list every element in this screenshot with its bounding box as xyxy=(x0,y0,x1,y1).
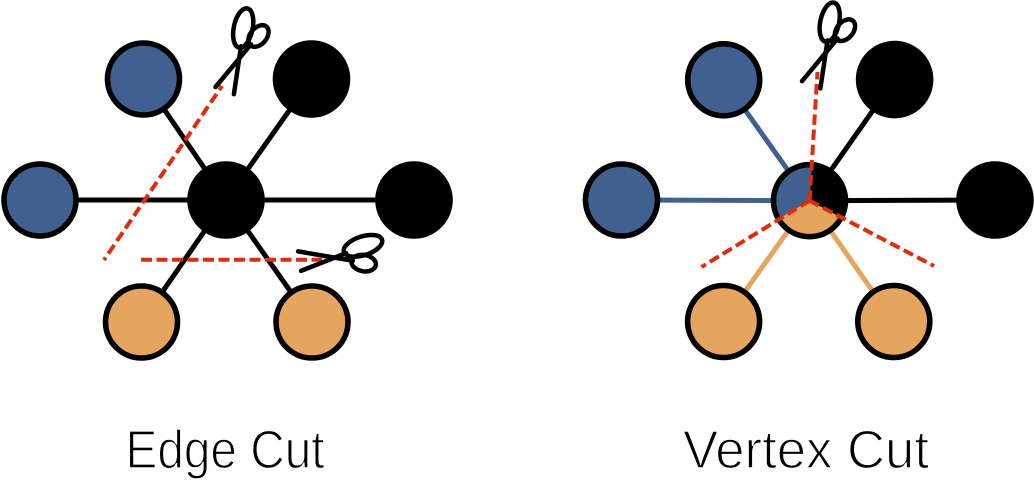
svg-text:Edge Cut: Edge Cut xyxy=(126,420,325,480)
svg-text:Vertex Cut: Vertex Cut xyxy=(683,420,929,480)
